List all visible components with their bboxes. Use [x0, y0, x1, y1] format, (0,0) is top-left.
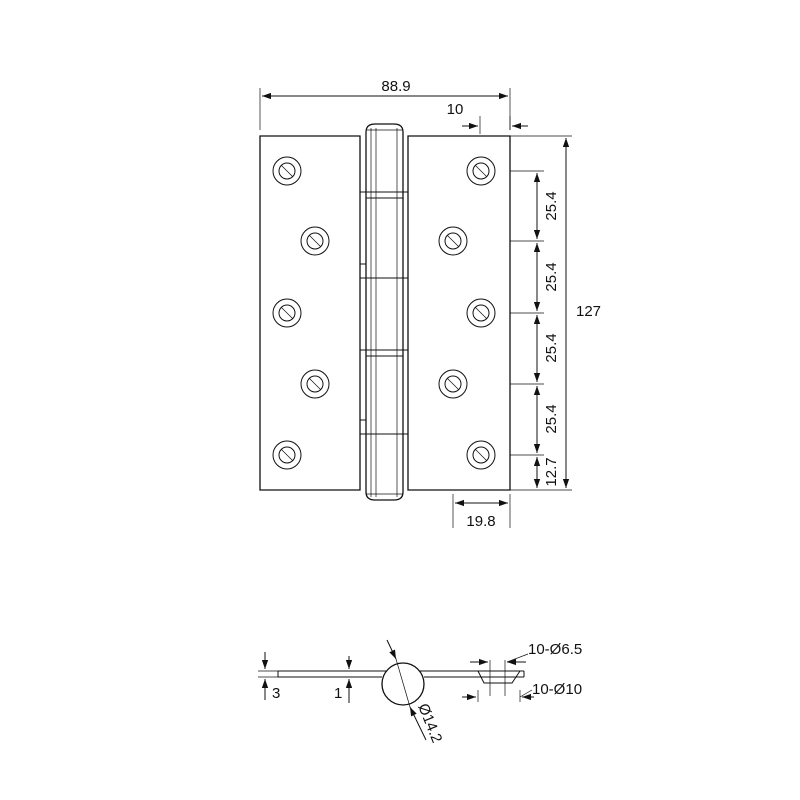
dimension-hole-spacing: 25.4 25.4 25.4 25.4 12.7: [510, 170, 560, 488]
knuckle-offset-label: 10: [447, 101, 464, 118]
knuckle-diameter-label: Ø14.2: [414, 701, 445, 745]
screw-hole: [272, 156, 302, 186]
screw-hole: [466, 440, 496, 470]
hole-small-label: 10-Ø6.5: [528, 641, 582, 658]
dimension-knuckle-offset: 10: [447, 101, 528, 134]
screw-hole: [466, 298, 496, 328]
screw-hole: [272, 298, 302, 328]
hinge-front-view: [259, 123, 511, 501]
hole-large-label: 10-Ø10: [532, 681, 582, 698]
dimension-gap: 1: [334, 656, 353, 703]
hole-spacing-1-label: 25.4: [543, 191, 560, 220]
dimension-hole-from-edge: 19.8: [452, 494, 511, 530]
dimension-hole-small: 10-Ø6.5: [470, 641, 582, 666]
screw-hole: [300, 226, 330, 256]
hole-spacing-3-label: 25.4: [543, 333, 560, 362]
hole-from-edge-label: 19.8: [466, 513, 495, 530]
edge-offset-label: 12.7: [543, 457, 560, 486]
dimension-overall-width: 88.9: [259, 78, 511, 130]
screw-hole: [272, 440, 302, 470]
height-label: 127: [576, 303, 601, 320]
knuckle-barrel: [360, 123, 409, 501]
dimension-knuckle-diameter: Ø14.2: [386, 639, 445, 745]
screw-hole: [466, 156, 496, 186]
screw-hole: [438, 226, 468, 256]
leaf-thickness-label: 3: [272, 685, 280, 702]
hole-spacing-4-label: 25.4: [543, 404, 560, 433]
dimension-leaf-thickness: 3: [258, 652, 280, 702]
hinge-side-view: [277, 660, 525, 706]
screw-holes: [272, 156, 496, 470]
dimension-hole-large: 10-Ø10: [462, 681, 582, 701]
knuckle-section: [381, 662, 425, 706]
dimension-height: 127: [510, 135, 601, 491]
screw-hole: [300, 369, 330, 399]
overall-width-label: 88.9: [381, 78, 410, 95]
hole-spacing-2-label: 25.4: [543, 262, 560, 291]
left-leaf: [259, 135, 361, 491]
gap-label: 1: [334, 685, 342, 702]
screw-hole: [438, 369, 468, 399]
